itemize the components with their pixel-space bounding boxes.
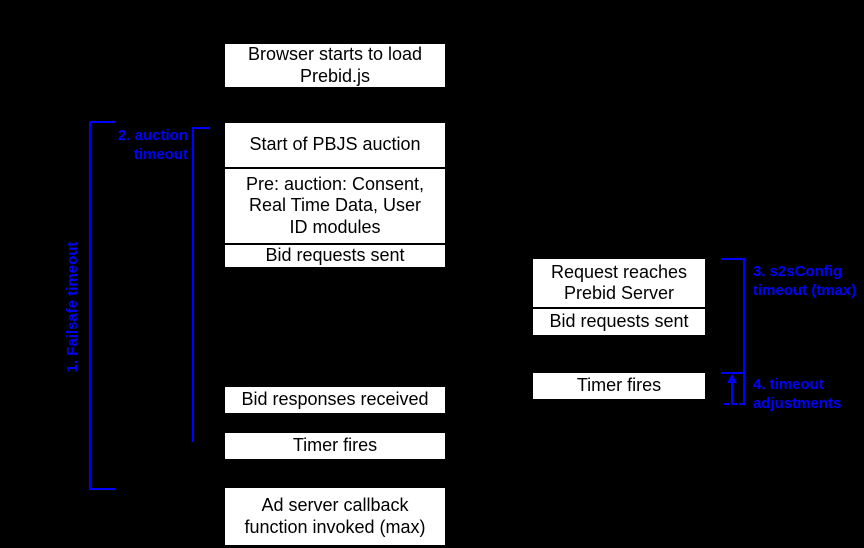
up-arrow-icon <box>731 383 733 403</box>
box-request-reaches-prebid-server: Request reaches Prebid Server <box>550 261 688 303</box>
box-ad-server-callback: Ad server callback function invoked (max… <box>225 488 445 545</box>
box-bid-requests-sent-server: Bid requests sent <box>533 307 705 335</box>
auction-timeout-label: 2. auction timeout <box>117 127 188 163</box>
failsafe-timeout-bracket-line <box>89 121 91 490</box>
box-timer-fires-client: Timer fires <box>225 433 445 459</box>
failsafe-timeout-label: 1. Failsafe timeout <box>64 241 81 373</box>
s2s-timeout-bracket-tick-mid <box>721 372 743 374</box>
timeout-adjustments-label: 4. timeout adjustments <box>753 376 842 412</box>
s2s-timeout-bracket-tick-top <box>721 258 743 260</box>
box-timer-fires-server: Timer fires <box>533 373 705 399</box>
s2s-timeout-label: 3. s2sConfig timeout (tmax) <box>753 263 857 299</box>
auction-timeout-bracket-line <box>192 127 194 442</box>
box-bid-requests-sent-client: Bid requests sent <box>225 243 445 267</box>
up-arrow-head-icon <box>727 374 737 383</box>
auction-timeout-bracket-tick-top <box>192 127 209 129</box>
box-pre-auction-modules: Pre: auction: Consent, Real Time Data, U… <box>225 167 445 243</box>
s2s-timeout-bracket-line <box>743 258 745 405</box>
auction-phase-box-group: Start of PBJS auction Pre: auction: Cons… <box>225 123 445 267</box>
failsafe-timeout-bracket-tick-bottom <box>89 488 115 490</box>
failsafe-timeout-bracket-tick-top <box>89 121 115 123</box>
box-start-of-pbjs-auction: Start of PBJS auction <box>249 134 421 155</box>
timeout-adjustment-dashed-line <box>724 403 745 405</box>
box-browser-starts-load: Browser starts to load Prebid.js <box>225 44 445 87</box>
server-phase-box-group: Request reaches Prebid Server Bid reques… <box>533 259 705 335</box>
box-bid-responses-received: Bid responses received <box>225 387 445 413</box>
